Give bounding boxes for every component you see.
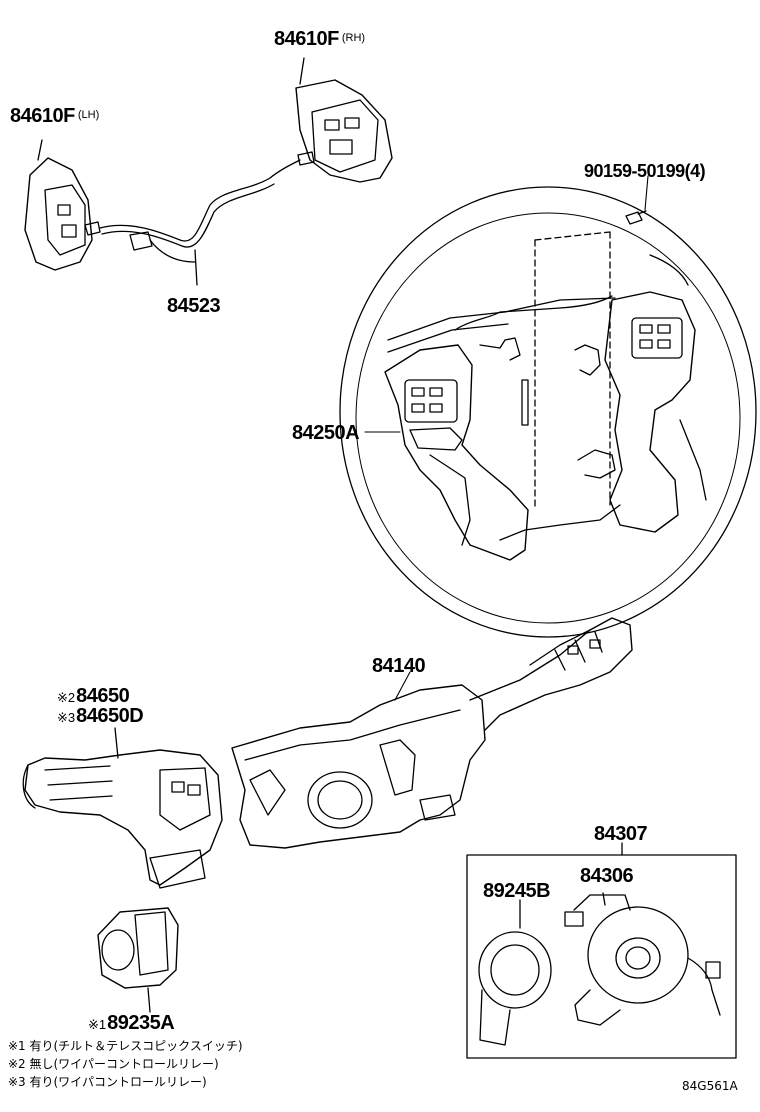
part-number: 84610F (10, 105, 75, 127)
footnote-3: ※3 有り(ワイパコントロールリレー) (8, 1075, 207, 1089)
label-89235a: ※189235A (88, 1012, 175, 1034)
label-84610f-lh: 84610F(LH) (10, 106, 99, 126)
part-number: 84650D (76, 705, 144, 727)
wiper-switch (22, 727, 223, 889)
label-84610f-rh: 84610F(RH) (274, 29, 365, 49)
steering-wheel (339, 186, 757, 638)
label-84650: ※284650 (57, 685, 130, 707)
label-89245b: 89245B (483, 880, 551, 902)
footnote-2: ※2 無し(ワイパーコントロールリレー) (8, 1057, 219, 1071)
label-84250a: 84250A (292, 422, 360, 444)
side-qualifier: (LH) (77, 109, 100, 121)
note-mark: ※2 (57, 690, 76, 705)
combination-switch-body (231, 617, 633, 849)
note-mark: ※3 (57, 710, 76, 725)
label-84307: 84307 (594, 823, 648, 845)
label-84140: 84140 (372, 655, 426, 677)
label-90159-50199: 90159-50199(4) (584, 161, 706, 181)
label-84306: 84306 (580, 865, 634, 887)
note-mark: ※1 (88, 1017, 107, 1032)
label-84523: 84523 (167, 295, 221, 317)
part-number: 89235A (107, 1012, 175, 1034)
label-84650d: ※384650D (57, 705, 144, 727)
drawing-code: 84G561A (682, 1079, 738, 1093)
paddle-switch-rh (295, 57, 393, 183)
part-number: 84650 (76, 685, 130, 707)
leader-lines (364, 175, 649, 701)
part-number: 84610F (274, 28, 339, 50)
wire-harness (99, 159, 301, 286)
paddle-switch-lh (24, 139, 101, 271)
tilt-telescopic-switch (97, 907, 179, 1013)
side-qualifier: (RH) (341, 32, 366, 44)
spiral-cable-box (466, 842, 737, 1059)
footnote-1: ※1 有り(チルト＆テレスコピックスイッチ) (8, 1039, 243, 1053)
